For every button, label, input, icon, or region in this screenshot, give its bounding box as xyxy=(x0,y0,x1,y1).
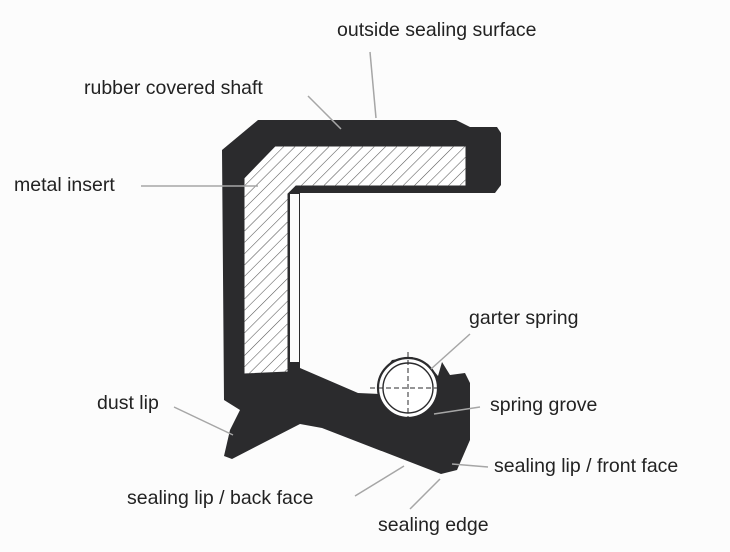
leader-rubber-covered-shaft xyxy=(307,95,342,130)
leader-sealing-lip-front-face xyxy=(451,463,489,468)
rubber-gap xyxy=(290,194,299,362)
leader-spring-grove xyxy=(433,406,481,415)
label-rubber-covered-shaft: rubber covered shaft xyxy=(84,77,263,99)
metal-insert-hatching xyxy=(244,146,466,374)
leader-dust-lip xyxy=(173,406,234,436)
label-sealing-edge: sealing edge xyxy=(378,514,489,536)
garter-spring xyxy=(370,352,446,424)
leader-garter-spring xyxy=(430,333,471,370)
leader-outside-sealing-surface xyxy=(369,51,377,119)
leader-sealing-edge xyxy=(409,478,441,510)
label-outside-sealing-surface: outside sealing surface xyxy=(337,19,537,41)
label-dust-lip: dust lip xyxy=(97,392,159,414)
label-sealing-lip-front-face: sealing lip / front face xyxy=(494,455,679,477)
label-metal-insert: metal insert xyxy=(14,174,115,196)
label-sealing-lip-back-face: sealing lip / back face xyxy=(127,487,314,509)
leader-sealing-lip-back-face xyxy=(354,465,405,497)
label-garter-spring: garter spring xyxy=(469,307,579,329)
label-spring-grove: spring grove xyxy=(490,394,598,416)
